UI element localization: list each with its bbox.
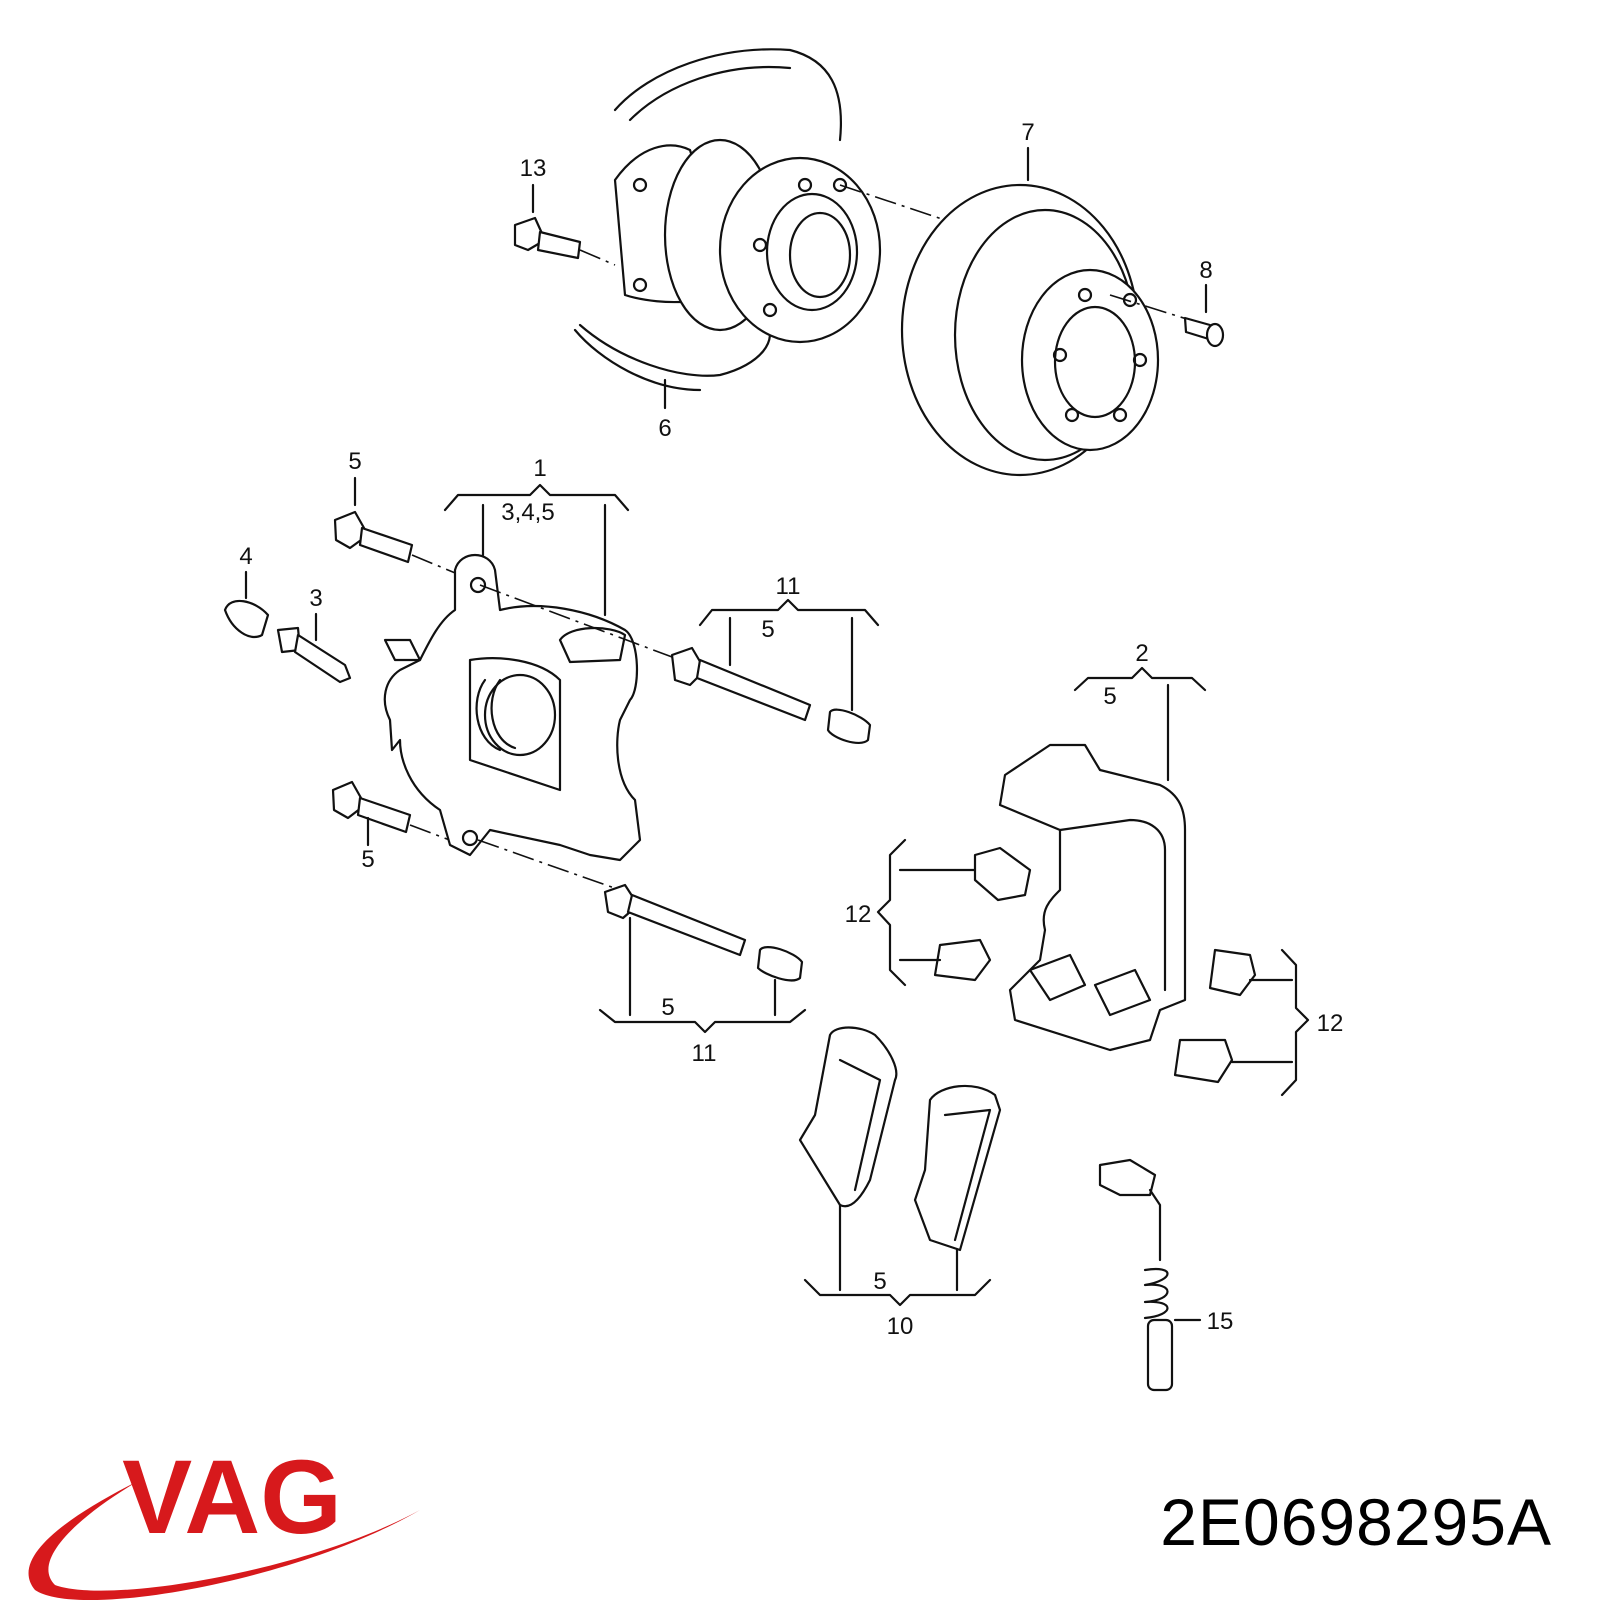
callout-4: 4	[239, 543, 252, 570]
vag-logo: VAG	[28, 1439, 420, 1600]
axis-line	[839, 184, 961, 226]
callout-11-top: 11	[776, 573, 801, 600]
brake-disc	[900, 183, 1191, 477]
callout-1: 1	[533, 455, 546, 482]
caliper-carrier	[998, 743, 1187, 1052]
callout-15: 15	[1207, 1308, 1234, 1335]
callout-6: 6	[658, 415, 671, 442]
caliper	[383, 554, 681, 891]
disc-screw	[1183, 316, 1225, 348]
callout-leaders	[244, 146, 1310, 1322]
bleeder-cap	[223, 599, 270, 638]
hub-bolt	[513, 216, 616, 266]
callout-3-4-5: 3,4,5	[501, 499, 554, 526]
callout-5-bottom-bolt: 5	[361, 846, 374, 873]
wear-sensor	[1098, 1158, 1174, 1392]
bleeder-screw	[276, 626, 352, 684]
callout-5-top-pin: 5	[761, 616, 774, 643]
splash-shield	[573, 48, 842, 392]
callout-12-right: 12	[1317, 1010, 1344, 1037]
callout-7: 7	[1021, 119, 1034, 146]
callout-11-bottom: 11	[692, 1040, 717, 1067]
guide-pin-bottom	[603, 883, 804, 982]
vag-logo-text: VAG	[122, 1439, 342, 1556]
callout-2: 2	[1135, 640, 1148, 667]
callout-5-top-bolt: 5	[348, 448, 361, 475]
callout-5-pads: 5	[873, 1268, 886, 1295]
callout-5-carrier: 5	[1103, 683, 1116, 710]
brake-pads	[798, 1026, 1002, 1252]
caliper-bolt-bottom	[331, 780, 456, 843]
caliper-bolt-top	[333, 510, 461, 576]
callout-3: 3	[309, 585, 322, 612]
callout-13: 13	[520, 155, 547, 182]
pad-clips	[933, 846, 1257, 1084]
wheel-hub	[613, 138, 882, 344]
callout-5-bottom-pin: 5	[661, 994, 674, 1021]
part-number: 2E0698295A	[1160, 1485, 1552, 1559]
callout-10: 10	[887, 1313, 914, 1340]
guide-pin-top	[670, 646, 872, 745]
callout-8: 8	[1199, 257, 1212, 284]
callout-12-left: 12	[845, 901, 872, 928]
